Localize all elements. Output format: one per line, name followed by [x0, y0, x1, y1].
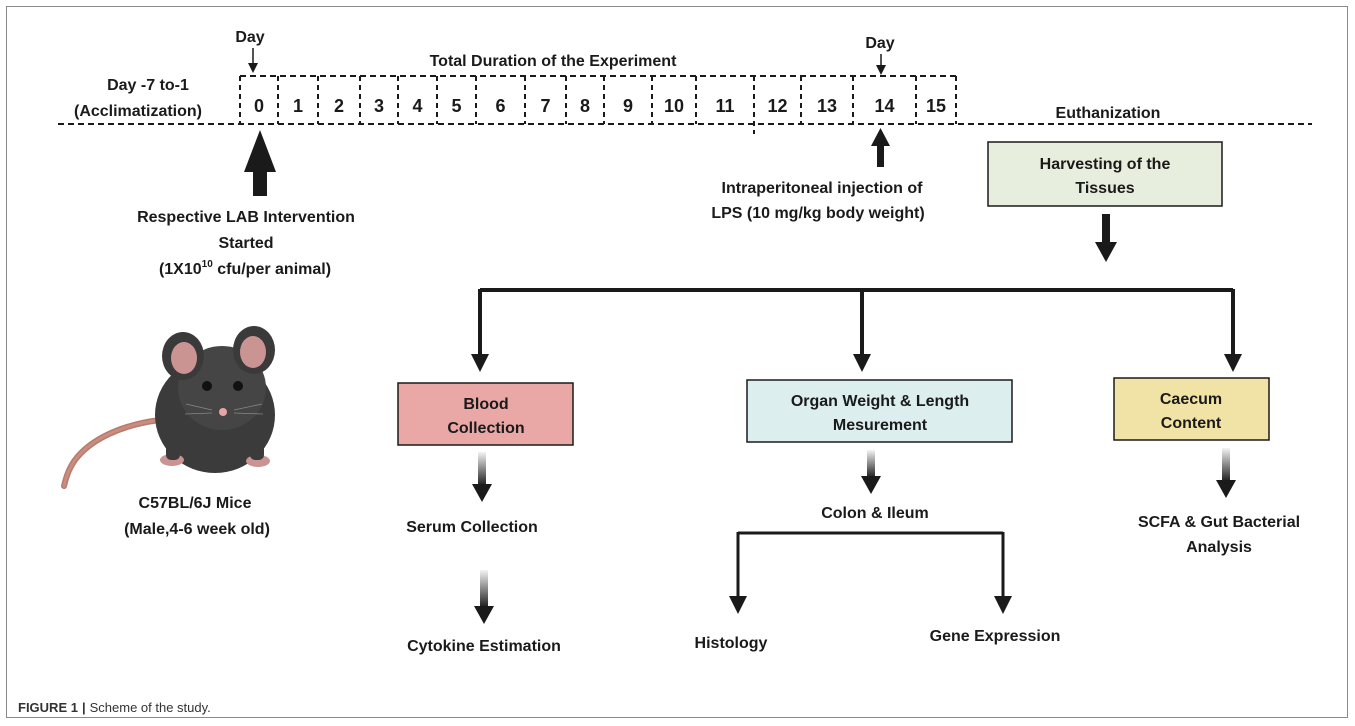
- organ-down-arrow-icon: [861, 476, 881, 494]
- day-cell-label: 3: [374, 96, 384, 116]
- mouse-left-leg: [166, 440, 180, 460]
- acclimatization-label: (Acclimatization): [74, 103, 202, 120]
- day-cell-label: 14: [874, 96, 894, 116]
- mouse-whiskers: [184, 403, 264, 415]
- blood-box-line1: Blood: [463, 396, 508, 413]
- day-cell-label: 4: [412, 96, 422, 116]
- harvest-down-arrow-icon: [1095, 242, 1117, 262]
- injection-arrow-shaft: [877, 145, 884, 167]
- caecum-box-line1: Caecum: [1160, 391, 1222, 408]
- day-cell-label: 12: [767, 96, 787, 116]
- gene-expression-label: Gene Expression: [930, 628, 1061, 645]
- serum-collection-label: Serum Collection: [406, 519, 538, 536]
- serum-arrow-shaft: [480, 570, 488, 608]
- caecum-box-bg: [1113, 377, 1270, 441]
- harvest-box-line2: Tissues: [1075, 180, 1134, 197]
- intervention-arrow-icon: [244, 130, 276, 172]
- organ-box-line2: Mesurement: [833, 417, 928, 434]
- organ-branch: Organ Weight & Length Mesurement Colon &…: [695, 379, 1061, 652]
- day-cell-label: 15: [926, 96, 946, 116]
- day-cell-label: 0: [254, 96, 264, 116]
- figure-caption-text: Scheme of the study.: [89, 700, 211, 715]
- branch-middle-arrow-icon: [853, 354, 871, 372]
- mouse-nose: [219, 408, 227, 416]
- organ-arrow-shaft: [867, 450, 875, 478]
- mouse-left-eye: [202, 381, 212, 391]
- day-cell-label: 1: [293, 96, 303, 116]
- mouse-illustration: C57BL/6J Mice (Male,4-6 week old): [61, 326, 275, 538]
- figure-caption-separator: |: [81, 700, 86, 715]
- injection-arrow-icon: [871, 128, 890, 146]
- intervention-marker: Respective LAB Intervention Started (1X1…: [137, 130, 355, 278]
- mouse-right-ear-inner: [240, 336, 266, 368]
- mouse-right-leg: [250, 440, 264, 460]
- intervention-dose: (1X1010 cfu/per animal): [159, 259, 331, 278]
- day-cell-label: 6: [495, 96, 505, 116]
- injection-line1: Intraperitoneal injection of: [722, 180, 924, 197]
- branch-connectors: [471, 288, 1242, 372]
- harvest-box-bg: [987, 141, 1223, 207]
- scfa-analysis-line2: Analysis: [1186, 539, 1252, 556]
- injection-marker: Intraperitoneal injection of LPS (10 mg/…: [711, 128, 925, 222]
- day-cell-label: 11: [715, 96, 734, 116]
- histology-arrow-icon: [729, 596, 747, 614]
- mouse-left-ear-inner: [171, 342, 197, 374]
- day-cell-label: 8: [580, 96, 590, 116]
- organ-box-bg: [746, 379, 1013, 443]
- dose-exponent: 10: [202, 259, 214, 270]
- harvest-box: Harvesting of the Tissues: [987, 141, 1223, 262]
- blood-down-arrow-icon: [472, 484, 492, 502]
- caecum-arrow-shaft: [1222, 448, 1230, 482]
- organ-box-line1: Organ Weight & Length: [791, 393, 969, 410]
- branch-right-arrow-icon: [1224, 354, 1242, 372]
- acclimatization-range: Day -7 to-1: [107, 77, 189, 94]
- cytokine-estimation-label: Cytokine Estimation: [407, 638, 561, 655]
- day-cell-label: 5: [451, 96, 461, 116]
- dose-prefix: (1X10: [159, 261, 202, 278]
- caecum-box-line2: Content: [1161, 415, 1222, 432]
- day-cell-label: 2: [334, 96, 344, 116]
- intervention-arrow-shaft: [253, 170, 267, 196]
- blood-arrow-shaft: [478, 452, 486, 486]
- day-cell-label: 7: [540, 96, 550, 116]
- mouse-tail: [61, 417, 163, 489]
- intervention-line1: Respective LAB Intervention: [137, 209, 355, 226]
- dose-suffix: cfu/per animal): [213, 261, 331, 278]
- scfa-analysis-line1: SCFA & Gut Bacterial: [1138, 514, 1300, 531]
- figure-caption-label: FIGURE 1: [18, 700, 78, 715]
- mouse-tail-highlight: [62, 418, 162, 488]
- gene-expression-arrow-icon: [994, 596, 1012, 614]
- day-start-label: Day: [235, 29, 264, 46]
- figure-caption: FIGURE 1|Scheme of the study.: [18, 700, 211, 715]
- intervention-line2: Started: [218, 235, 273, 252]
- euthanization-label: Euthanization: [1056, 105, 1161, 122]
- figure-frame: [6, 6, 1348, 718]
- branch-left-arrow-icon: [471, 354, 489, 372]
- harvest-box-line1: Harvesting of the: [1040, 156, 1171, 173]
- serum-down-arrow-icon: [474, 606, 494, 624]
- mouse-right-eye: [233, 381, 243, 391]
- colon-ileum-label: Colon & Ileum: [821, 505, 929, 522]
- day-end-label: Day: [865, 35, 894, 52]
- mouse-details-label: (Male,4-6 week old): [124, 521, 270, 538]
- histology-label: Histology: [695, 635, 768, 652]
- harvest-arrow-shaft: [1102, 214, 1110, 244]
- mouse-strain-label: C57BL/6J Mice: [139, 495, 252, 512]
- day-cell-label: 10: [664, 96, 684, 116]
- blood-box-bg: [397, 382, 574, 446]
- caecum-branch: Caecum Content SCFA & Gut Bacterial Anal…: [1113, 377, 1300, 556]
- total-duration-label: Total Duration of the Experiment: [430, 53, 678, 70]
- caecum-down-arrow-icon: [1216, 480, 1236, 498]
- day-cell-label: 13: [817, 96, 837, 116]
- day-cell-label: 9: [623, 96, 633, 116]
- blood-branch: Blood Collection Serum Collection Cytoki…: [397, 382, 574, 655]
- blood-box-line2: Collection: [447, 420, 524, 437]
- injection-line2: LPS (10 mg/kg body weight): [711, 205, 924, 222]
- timeline: Day -7 to-1 (Acclimatization) Total Dura…: [58, 29, 1312, 134]
